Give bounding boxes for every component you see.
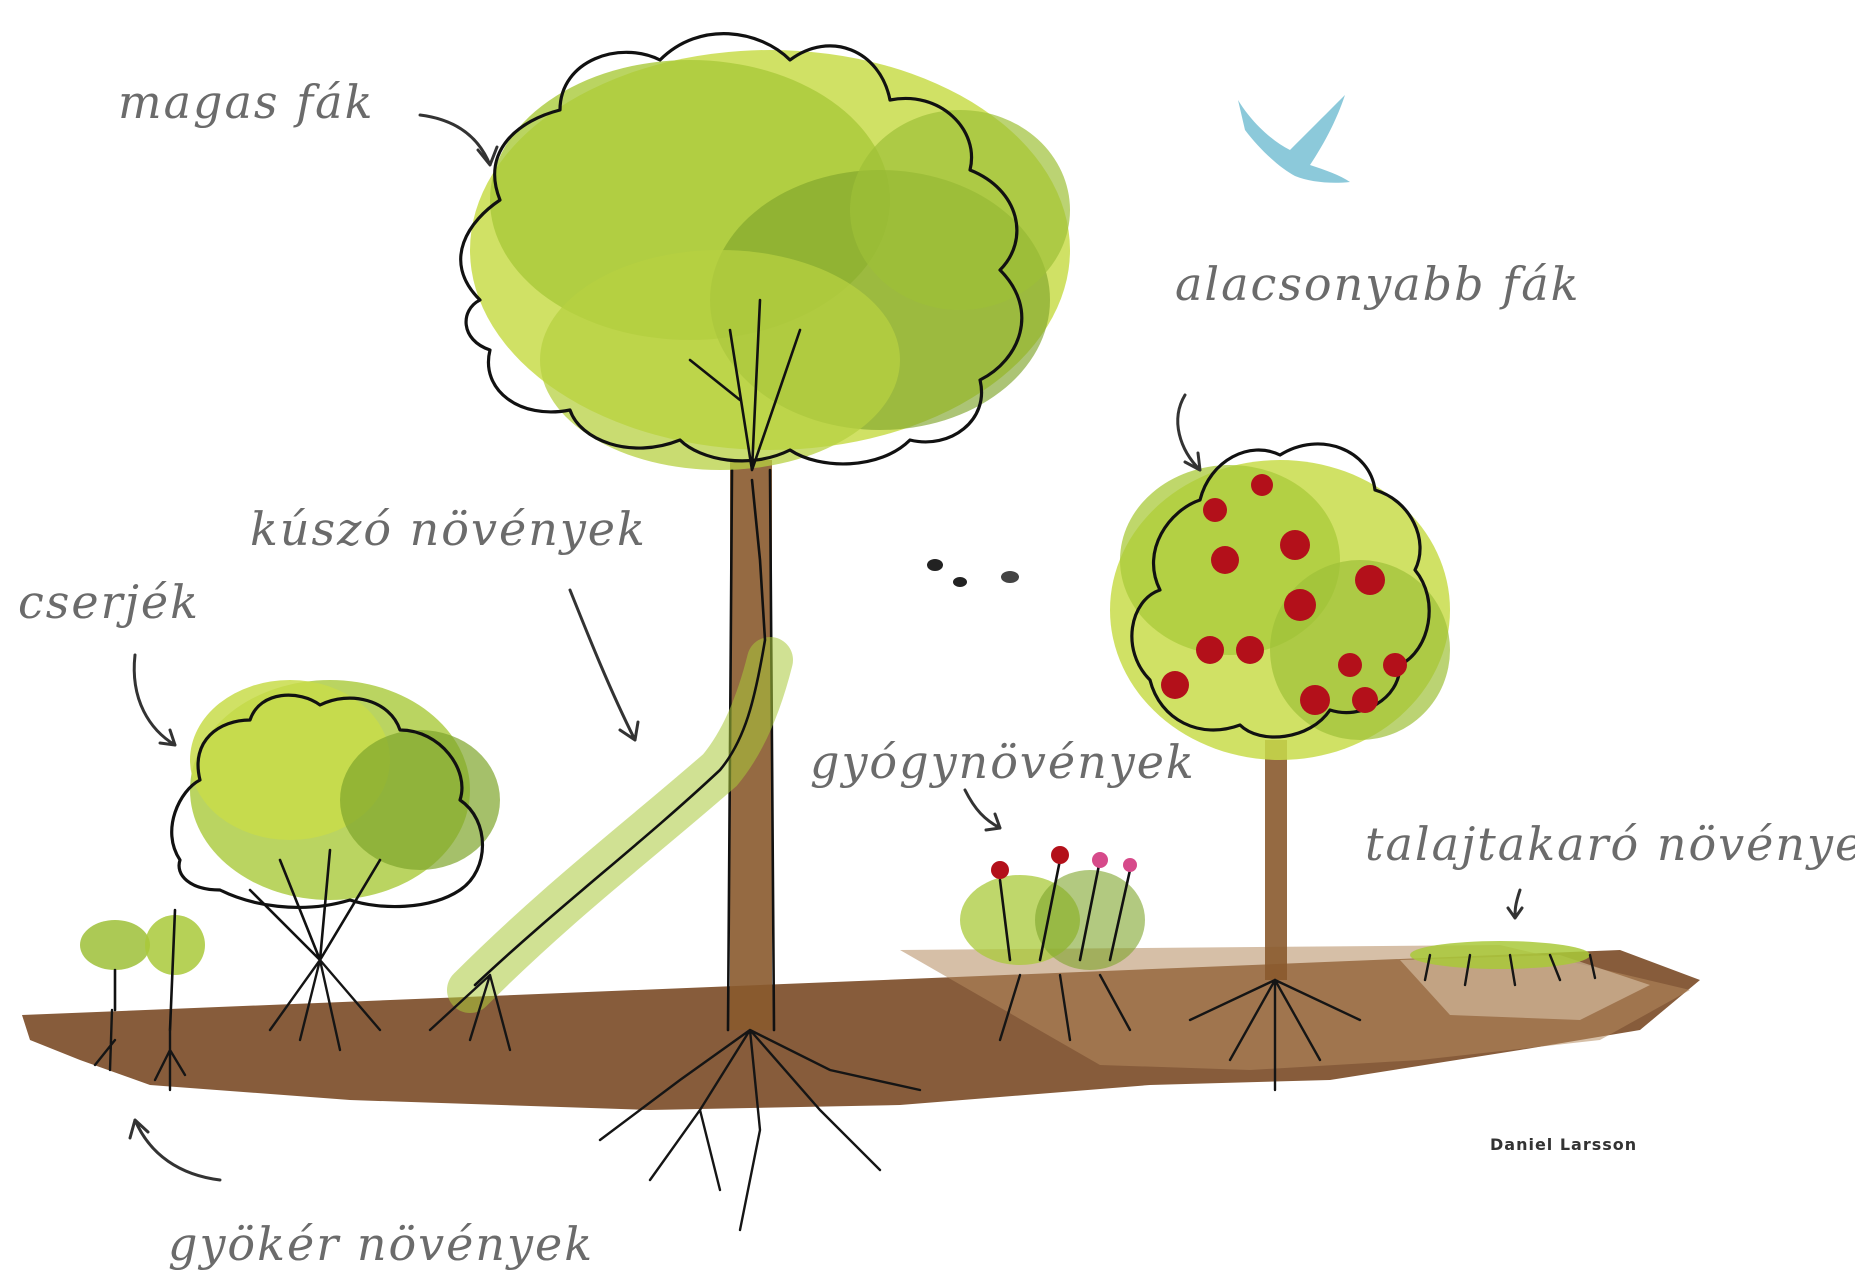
fruit: [1355, 565, 1385, 595]
fruit: [1196, 636, 1224, 664]
label-lower-trees: alacsonyabb fák: [1175, 257, 1581, 311]
herb-flower: [1051, 846, 1069, 864]
bee-icon: [953, 577, 967, 587]
fruit: [1352, 687, 1378, 713]
arrow-ground-cover: [1508, 890, 1522, 918]
fruit: [1236, 636, 1264, 664]
label-climbing-plants: kúszó növények: [250, 502, 647, 556]
herb-flower: [1092, 852, 1108, 868]
label-herbs: gyógynövények: [810, 735, 1196, 789]
bee-icon: [1001, 571, 1019, 583]
fruit: [1211, 546, 1239, 574]
fruit: [1338, 653, 1362, 677]
herb-flower: [991, 861, 1009, 879]
fruit: [1383, 653, 1407, 677]
bees: [927, 559, 1019, 587]
fruit: [1284, 589, 1316, 621]
soil-layer: [22, 945, 1700, 1110]
fruit: [1203, 498, 1227, 522]
artist-signature: Daniel Larsson: [1490, 1135, 1637, 1154]
lower-tree-trunk: [1265, 740, 1287, 980]
arrow-lower-trees: [1178, 395, 1200, 470]
arrow-tall-trees: [420, 115, 497, 165]
bee-icon: [927, 559, 943, 571]
arrow-root-plants: [130, 1120, 220, 1180]
fruit: [1280, 530, 1310, 560]
fruit: [1161, 671, 1189, 699]
herb-flower: [1123, 858, 1137, 872]
arrow-herbs: [965, 790, 1000, 830]
arrow-climbing-plants: [570, 590, 638, 740]
label-shrubs: cserjék: [18, 575, 200, 629]
bird-illustration: [1238, 95, 1350, 183]
fruit: [1300, 685, 1330, 715]
label-tall-trees: magas fák: [118, 75, 374, 129]
label-ground-cover: talajtakaró növények: [1365, 817, 1855, 871]
label-root-plants: gyökér növények: [168, 1217, 594, 1271]
arrow-shrubs: [134, 655, 175, 745]
fruit: [1251, 474, 1273, 496]
